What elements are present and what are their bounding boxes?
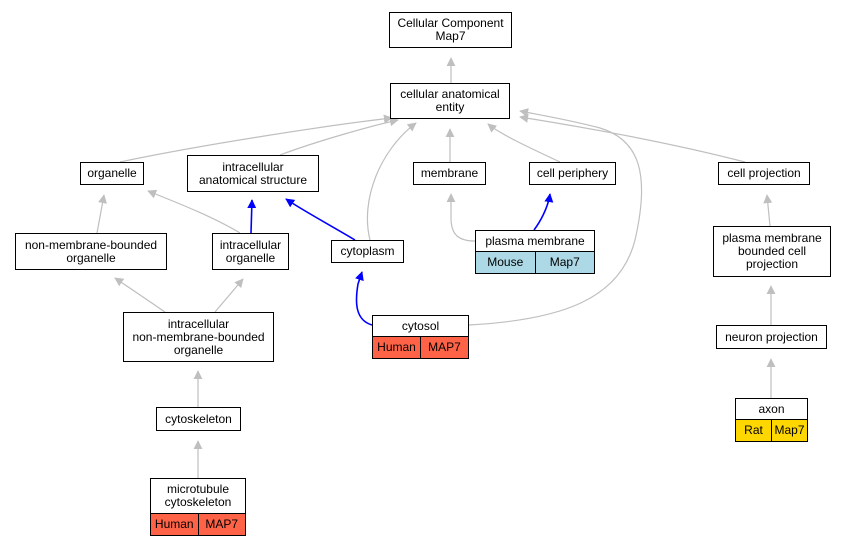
edge-inmbo-to-intraorganelle <box>214 278 244 313</box>
node-label: intracellular organelle <box>219 237 282 265</box>
node-cytosol[interactable]: cytosol Human MAP7 <box>372 315 469 359</box>
node-neuron-projection[interactable]: neuron projection <box>716 325 827 349</box>
edge-plasmamembrane-to-cellperiphery <box>533 193 554 231</box>
species-tags: Mouse Map7 <box>476 251 594 273</box>
node-intracellular-non-membrane-bounded-organelle[interactable]: intracellular non-membrane-bounded organ… <box>123 312 274 362</box>
node-cell-projection[interactable]: cell projection <box>718 162 810 185</box>
node-plasma-membrane-bounded-cell-projection[interactable]: plasma membrane bounded cell projection <box>713 226 831 277</box>
node-label: cytosol <box>401 318 440 333</box>
node-cytoplasm[interactable]: cytoplasm <box>331 240 404 263</box>
node-label: cytoskeleton <box>165 411 232 426</box>
node-label: cell projection <box>727 166 801 180</box>
edge-intraorganelle-to-organelle <box>147 189 241 234</box>
gene-tag-map7[interactable]: MAP7 <box>198 514 245 535</box>
node-label: plasma membrane bounded cell projection <box>722 231 822 271</box>
gene-tag-map7[interactable]: MAP7 <box>421 337 468 358</box>
species-tag-human[interactable]: Human <box>373 337 421 358</box>
edge-layer <box>96 57 776 478</box>
node-intracellular-organelle[interactable]: intracellular organelle <box>212 233 289 270</box>
node-non-membrane-bounded-organelle[interactable]: non-membrane-bounded organelle <box>15 233 167 270</box>
edge-intraorganelle-to-ias <box>247 199 257 234</box>
edge-organelle-to-cae <box>119 114 393 163</box>
node-cytoskeleton[interactable]: cytoskeleton <box>156 407 241 431</box>
species-tags: Human MAP7 <box>151 513 245 535</box>
edge-cytoplasm-to-cae <box>366 122 417 241</box>
node-intracellular-anatomical-structure[interactable]: intracellular anatomical structure <box>187 155 319 192</box>
node-label: neuron projection <box>725 329 818 344</box>
node-plasma-membrane[interactable]: plasma membrane Mouse Map7 <box>475 230 595 274</box>
species-tags: Rat Map7 <box>736 419 807 441</box>
edge-cytosol-to-cytoplasm <box>355 271 373 326</box>
node-label: Cellular Component Map7 <box>397 16 504 43</box>
node-cellular-component-map7[interactable]: Cellular Component Map7 <box>389 12 512 48</box>
node-label: axon <box>758 401 785 416</box>
species-tag-human[interactable]: Human <box>151 514 199 535</box>
node-membrane[interactable]: membrane <box>413 162 486 185</box>
node-label: microtubule cytoskeleton <box>164 482 232 509</box>
species-tag-rat[interactable]: Rat <box>736 420 772 441</box>
node-label: non-membrane-bounded organelle <box>24 237 158 265</box>
species-tag-mouse[interactable]: Mouse <box>476 252 536 273</box>
node-label: membrane <box>420 166 479 180</box>
node-label: plasma membrane <box>485 233 585 248</box>
node-organelle[interactable]: organelle <box>80 162 144 185</box>
gene-tag-map7[interactable]: Map7 <box>535 252 594 273</box>
node-microtubule-cytoskeleton[interactable]: microtubule cytoskeleton Human MAP7 <box>150 478 246 536</box>
edge-cellperiphery-to-cae <box>487 123 561 163</box>
edge-cytoplasm-to-ias <box>285 198 356 241</box>
edge-inmbo-to-nmbo <box>114 277 166 313</box>
edge-cytosol-to-cae <box>468 108 643 326</box>
edge-ias-to-cae <box>279 117 399 156</box>
node-label: cytoplasm <box>340 244 395 258</box>
node-label: cellular anatomical entity <box>400 87 500 114</box>
node-label: intracellular non-membrane-bounded organ… <box>132 316 265 357</box>
node-cellular-anatomical-entity[interactable]: cellular anatomical entity <box>390 83 510 119</box>
node-cell-periphery[interactable]: cell periphery <box>529 162 616 185</box>
node-label: organelle <box>87 166 137 180</box>
node-label: intracellular anatomical structure <box>198 159 308 187</box>
edge-cellprojection-to-cae <box>519 113 746 163</box>
edge-nmbo-to-organelle <box>96 194 107 234</box>
gene-tag-map7[interactable]: Map7 <box>772 420 807 441</box>
edge-pmbcp-to-cellprojection <box>763 194 773 227</box>
edge-plasmamembrane-to-membrane <box>446 193 476 242</box>
node-label: cell periphery <box>536 166 609 180</box>
species-tags: Human MAP7 <box>373 336 468 358</box>
node-axon[interactable]: axon Rat Map7 <box>735 398 808 442</box>
